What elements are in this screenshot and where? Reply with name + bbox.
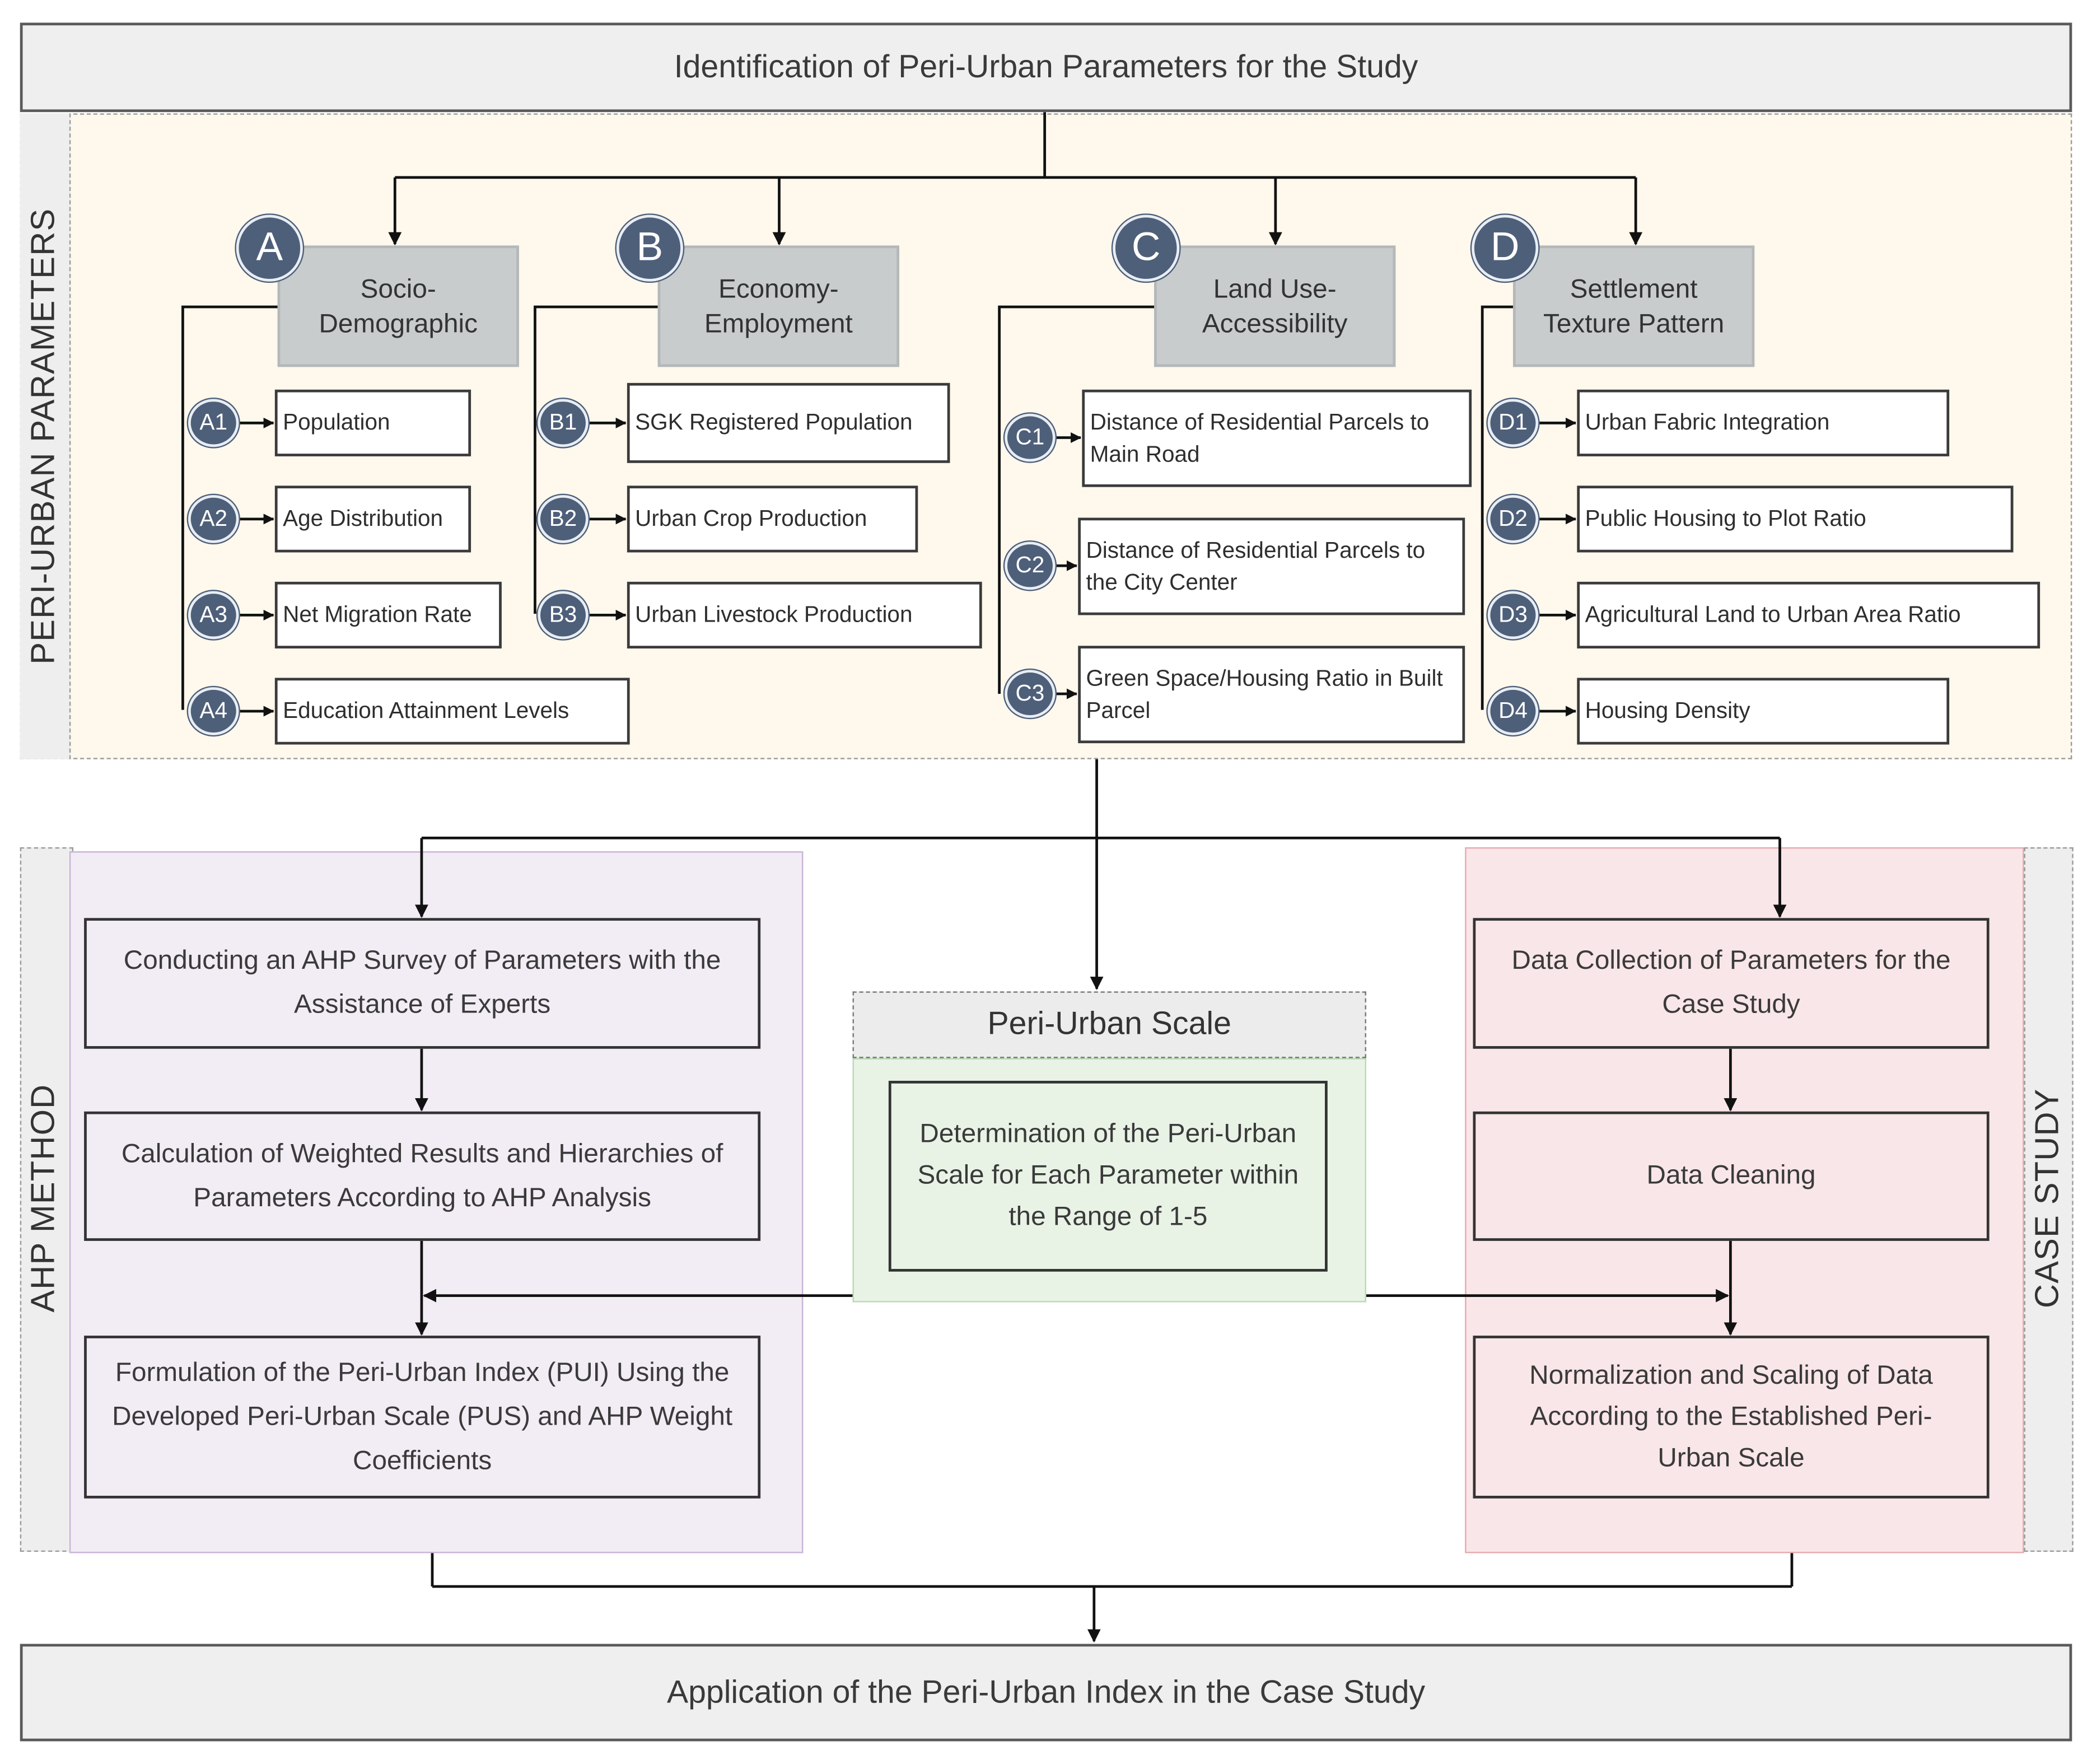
ahp-step-formulation: Formulation of the Peri-Urban Index (PUI… (84, 1336, 761, 1499)
item-badge: A2 (188, 494, 239, 543)
top-banner: Identification of Peri-Urban Parameters … (20, 22, 2072, 113)
parameter-item: Urban Livestock Production (627, 581, 982, 648)
category-box-b: Economy- Employment (657, 245, 899, 367)
parameter-item: Urban Crop Production (627, 486, 918, 553)
category-box-d: Settlement Texture Pattern (1512, 245, 1755, 367)
category-label: Settlement Texture Pattern (1543, 274, 1725, 339)
item-badge: B1 (538, 399, 589, 447)
category-label: Land Use- Accessibility (1202, 274, 1348, 339)
case-side-strip (2024, 847, 2074, 1552)
category-badge-b: B (616, 214, 683, 282)
parameters-side-strip (20, 113, 71, 759)
parameter-item: Age Distribution (274, 486, 471, 553)
item-badge: A4 (188, 687, 239, 735)
parameter-item: SGK Registered Population (627, 382, 950, 463)
category-label: Socio- Demographic (319, 274, 478, 339)
item-badge: C3 (1005, 670, 1056, 718)
item-badge: D1 (1487, 399, 1539, 447)
parameter-item: Distance of Residential Parcels to the C… (1078, 517, 1465, 615)
scale-step-determination: Determination of the Peri-Urban Scale fo… (888, 1080, 1328, 1272)
case-step-data-collection: Data Collection of Parameters for the Ca… (1473, 918, 1990, 1049)
parameter-item: Public Housing to Plot Ratio (1577, 486, 2014, 553)
parameter-item: Urban Fabric Integration (1577, 389, 1950, 456)
item-badge: A3 (188, 591, 239, 640)
item-badge: B2 (538, 494, 589, 543)
parameter-item: Housing Density (1577, 678, 1950, 745)
category-badge-d: D (1472, 214, 1539, 282)
item-badge: B3 (538, 591, 589, 640)
category-box-c: Land Use- Accessibility (1154, 245, 1396, 367)
ahp-step-survey: Conducting an AHP Survey of Parameters w… (84, 918, 761, 1049)
parameter-item: Education Attainment Levels (274, 678, 630, 745)
category-badge-c: C (1113, 214, 1180, 282)
bottom-banner: Application of the Peri-Urban Index in t… (20, 1644, 2072, 1742)
parameter-item: Distance of Residential Parcels to Main … (1082, 389, 1472, 487)
ahp-step-calculation: Calculation of Weighted Results and Hier… (84, 1111, 761, 1241)
item-badge: C2 (1005, 542, 1056, 590)
scale-title: Peri-Urban Scale (852, 991, 1366, 1058)
parameter-item: Net Migration Rate (274, 581, 502, 648)
parameter-item: Population (274, 389, 471, 456)
case-step-data-cleaning: Data Cleaning (1473, 1111, 1990, 1241)
case-step-normalization: Normalization and Scaling of Data Accord… (1473, 1336, 1990, 1499)
category-badge-a: A (236, 214, 303, 282)
category-box-a: Socio- Demographic (277, 245, 519, 367)
category-label: Economy- Employment (704, 274, 853, 339)
parameter-item: Agricultural Land to Urban Area Ratio (1577, 581, 2040, 648)
item-badge: D4 (1487, 687, 1539, 735)
item-badge: A1 (188, 399, 239, 447)
item-badge: C1 (1005, 413, 1056, 462)
parameter-item: Green Space/Housing Ratio in Built Parce… (1078, 646, 1465, 744)
item-badge: D2 (1487, 494, 1539, 543)
item-badge: D3 (1487, 591, 1539, 640)
